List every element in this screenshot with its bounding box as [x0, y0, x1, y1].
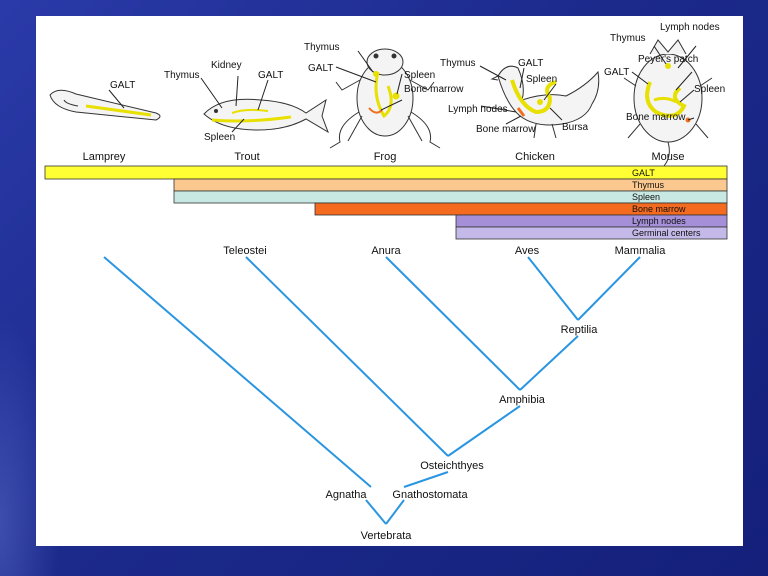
branch-agnatha	[103, 256, 372, 488]
frog-spleen-label: Spleen	[404, 70, 435, 81]
trout-thymus-label: Thymus	[164, 70, 200, 81]
organism-label-frog: Frog	[374, 151, 397, 163]
mouse-galt-label: GALT	[604, 67, 629, 78]
mouse-spleen-label: Spleen	[694, 84, 725, 95]
frog-bone-marrow-label: Bone marrow	[404, 84, 464, 95]
tree-tip-aves: Aves	[515, 245, 540, 257]
mouse-illustration	[623, 39, 713, 167]
mouse-peyers-patch-label: Peyer's patch	[638, 54, 698, 65]
chicken-spleen-label: Spleen	[526, 74, 557, 85]
mouse-bone-marrow-label: Bone marrow	[626, 112, 686, 123]
figure-panel: GALT Lamprey Kidney Thymus GALT Spleen T…	[36, 16, 743, 546]
tissue-bar-galt	[44, 165, 728, 180]
organism-label-trout: Trout	[234, 151, 259, 163]
organism-label-lamprey: Lamprey	[83, 151, 126, 163]
trout-spleen-label: Spleen	[204, 132, 235, 143]
vertebrate-immune-evolution-diagram: GALT Lamprey Kidney Thymus GALT Spleen T…	[44, 22, 728, 542]
tree-tip-anura: Anura	[371, 245, 401, 257]
chicken-thymus-label: Thymus	[440, 58, 476, 69]
chicken-bone-marrow-label: Bone marrow	[476, 124, 536, 135]
tissue-label-germinal-centers: Germinal centers	[632, 228, 701, 238]
trout-galt-label: GALT	[258, 70, 283, 81]
tissue-bar-lymph-nodes	[455, 214, 728, 228]
frog-bone-marrow-line1: Bone marrow	[404, 84, 464, 95]
branch-gnathostomata-vertebrata	[385, 499, 405, 525]
chicken-lymph-nodes-label: Lymph nodes	[448, 104, 508, 115]
branch-aves	[527, 256, 579, 321]
branch-reptilia-amphibia	[519, 335, 579, 391]
tissue-bar-germinal-centers	[455, 226, 728, 240]
branch-mammalia	[577, 256, 641, 321]
frog-thymus-label: Thymus	[304, 42, 340, 53]
chicken-galt-label: GALT	[518, 58, 543, 69]
branch-agnatha-vertebrata	[365, 499, 387, 525]
frog-illustration	[329, 48, 441, 149]
tissue-bars	[44, 165, 728, 240]
tissue-label-lymph-nodes: Lymph nodes	[632, 216, 686, 226]
tree-node-osteichthyes: Osteichthyes	[420, 460, 484, 472]
lamprey-illustration	[49, 89, 161, 121]
trout-illustration	[200, 75, 329, 134]
tree-tip-teleostei: Teleostei	[223, 245, 266, 257]
tissue-label-spleen: Spleen	[632, 192, 660, 202]
lamprey-galt-label: GALT	[110, 80, 135, 91]
frog-galt-label: GALT	[308, 63, 333, 74]
tree-node-amphibia: Amphibia	[499, 394, 546, 406]
chicken-illustration	[479, 65, 600, 139]
organism-label-mouse: Mouse	[651, 151, 684, 163]
branch-teleostei	[245, 256, 449, 457]
branch-amphibia-osteichthyes	[447, 405, 521, 457]
branch-osteichthyes-gnathostomata	[403, 471, 449, 488]
tree-node-reptilia: Reptilia	[561, 324, 599, 336]
tissue-label-galt: GALT	[632, 168, 655, 178]
branch-anura	[385, 256, 521, 391]
mouse-thymus-label: Thymus	[610, 33, 646, 44]
tissue-label-thymus: Thymus	[632, 180, 665, 190]
mouse-lymph-nodes-label: Lymph nodes	[660, 22, 720, 33]
organism-label-chicken: Chicken	[515, 151, 555, 163]
tissue-label-bone-marrow: Bone marrow	[632, 204, 686, 214]
tree-node-gnathostomata: Gnathostomata	[392, 489, 468, 501]
tree-tip-mammalia: Mammalia	[615, 245, 667, 257]
trout-kidney-label: Kidney	[211, 60, 242, 71]
phylogenetic-tree	[103, 256, 641, 525]
chicken-bursa-label: Bursa	[562, 122, 589, 133]
tree-node-agnatha: Agnatha	[326, 489, 368, 501]
tree-node-vertebrata: Vertebrata	[361, 530, 413, 542]
